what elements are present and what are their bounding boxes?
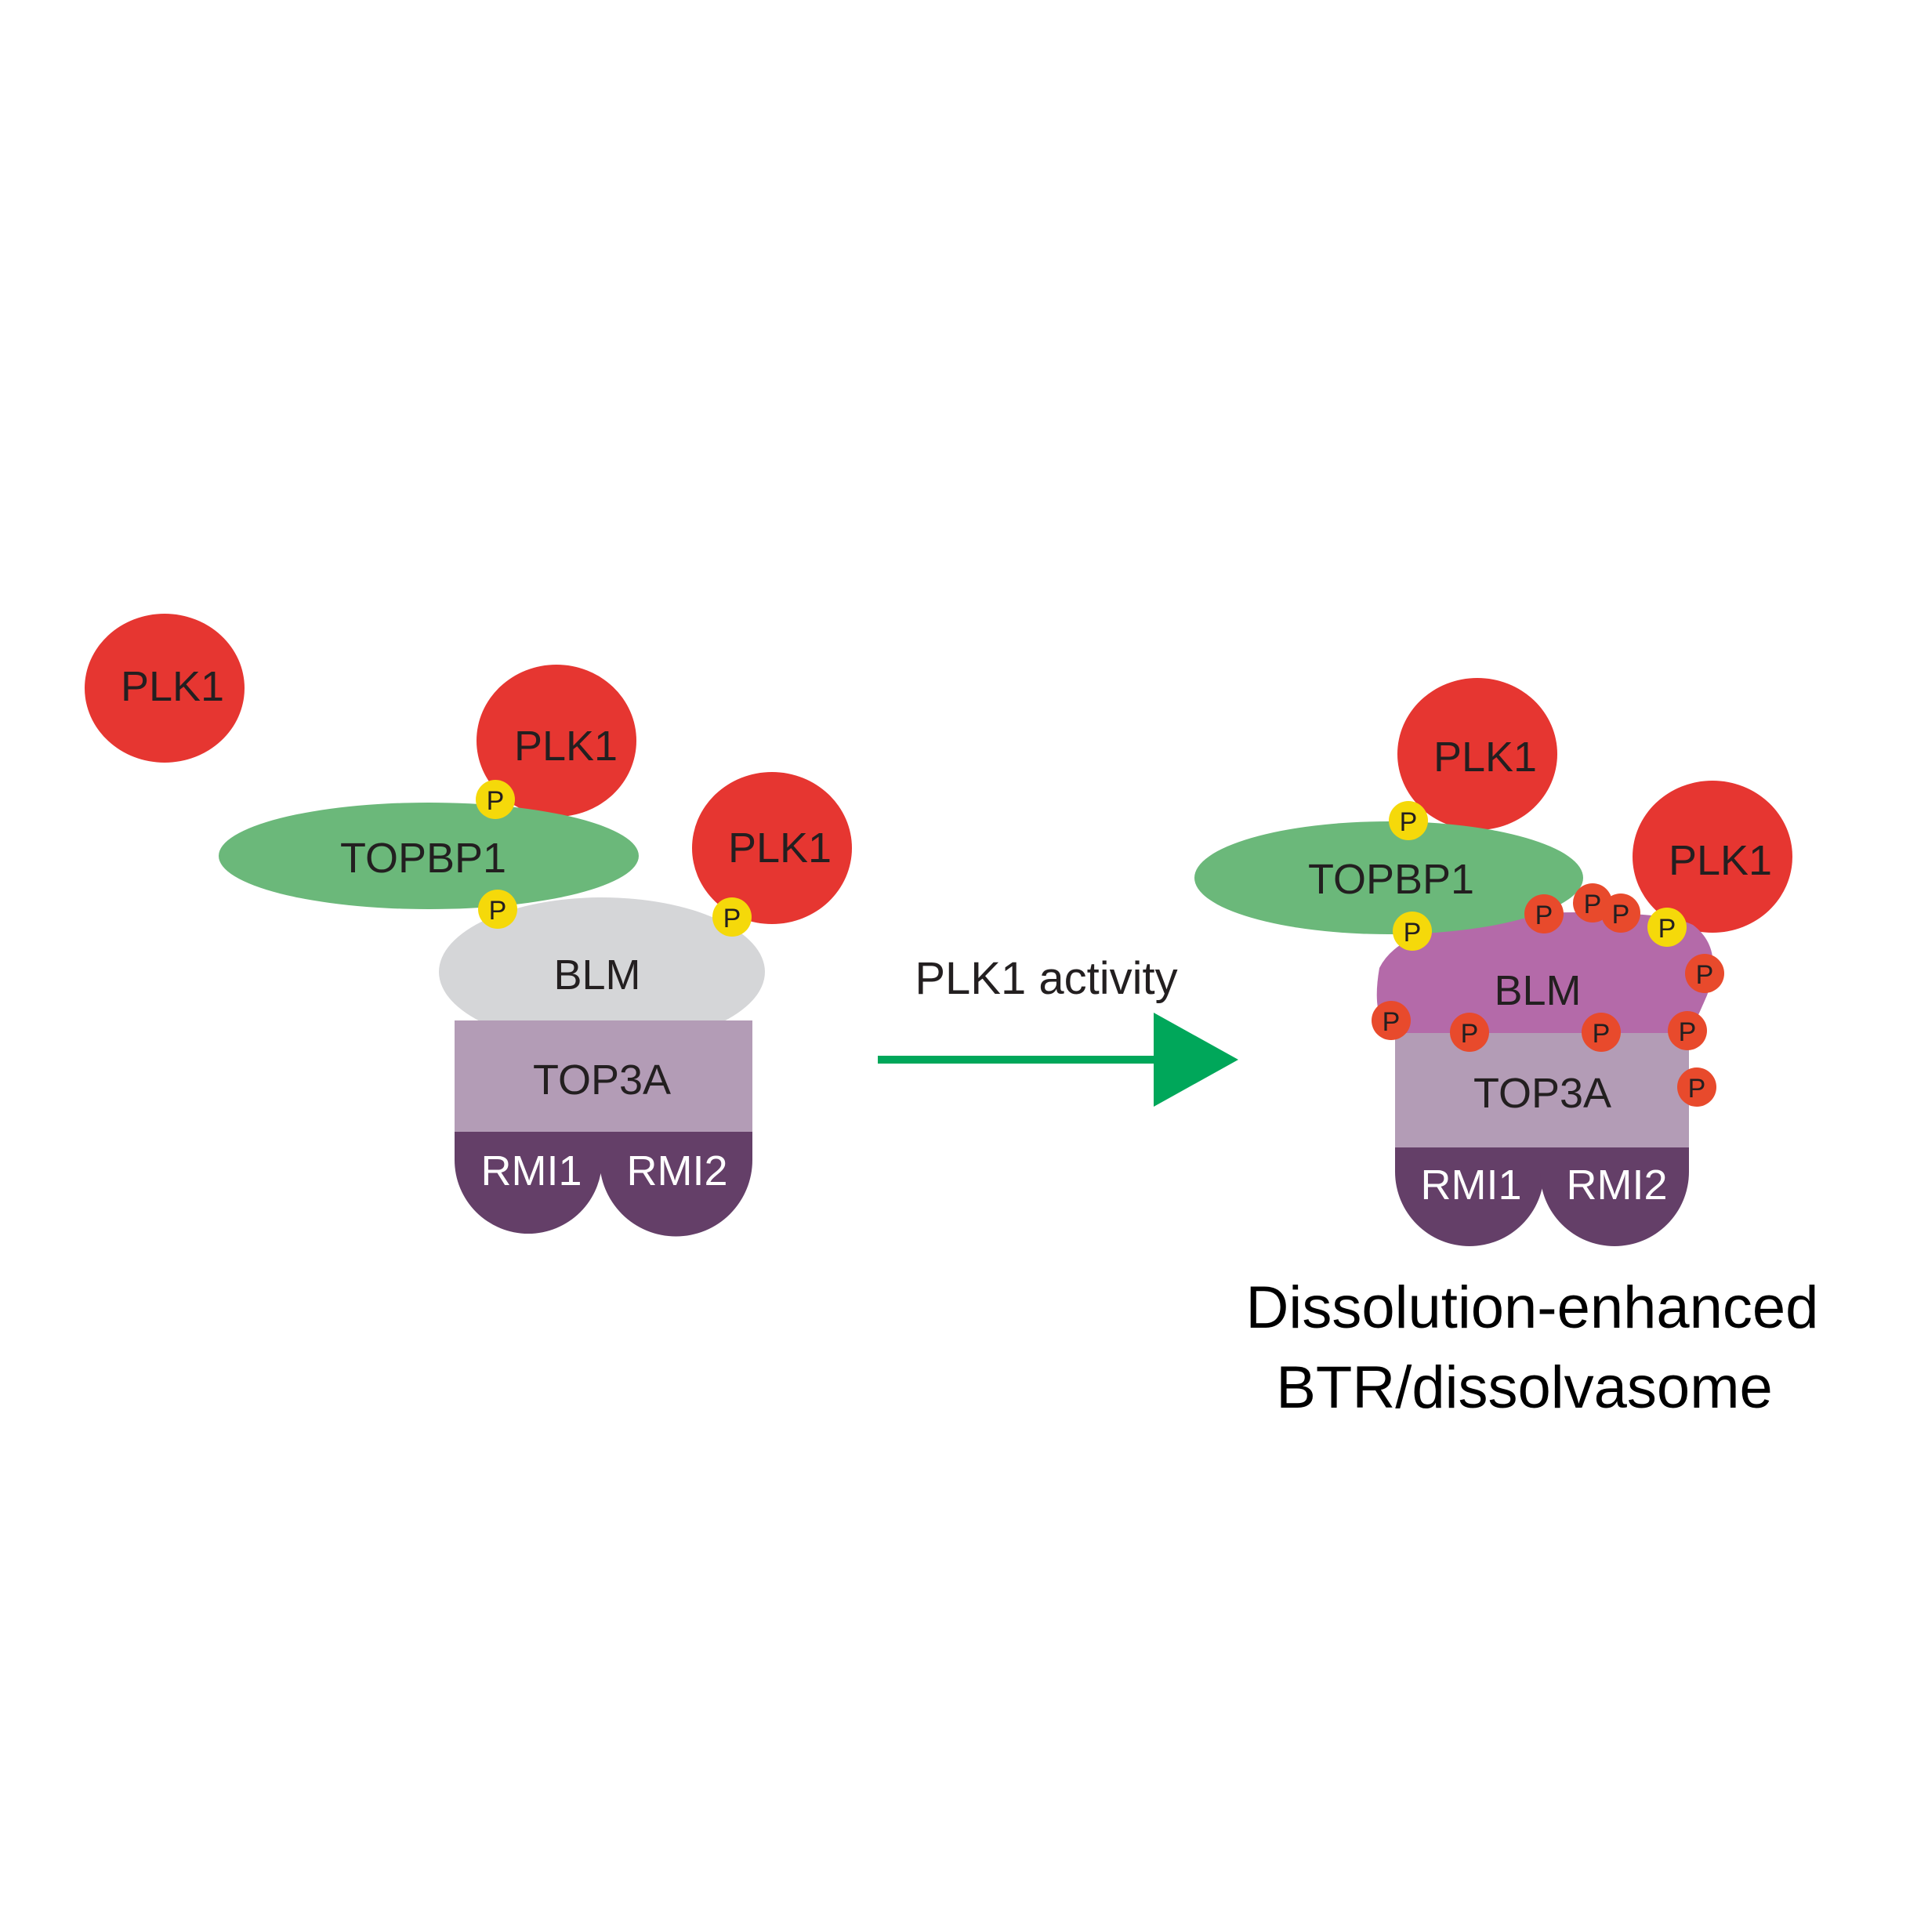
phospho-site-shape <box>712 897 752 937</box>
left-phospho-blm-plk1: P <box>712 897 752 937</box>
phospho-site-shape <box>1677 1067 1716 1107</box>
right-phospho-red-6: P <box>1450 1013 1489 1052</box>
right-phospho-red-9: P <box>1677 1067 1716 1107</box>
phospho-site-label: P <box>1696 960 1714 990</box>
right-phospho-red-1: P <box>1524 894 1564 933</box>
phospho-site-shape <box>1668 1011 1707 1050</box>
left-free-plk1: PLK1 <box>85 614 245 763</box>
right-phospho-topbp1-blm: P <box>1393 912 1432 951</box>
phospho-site-label: P <box>723 904 741 933</box>
phospho-site-shape <box>1450 1013 1489 1052</box>
right-top3a-label: TOP3A <box>1473 1070 1611 1117</box>
left-rmi2-shape <box>600 1129 752 1237</box>
right-phospho-blm-plk1: P <box>1647 908 1687 947</box>
right-rmi1-label: RMI1 <box>1420 1162 1521 1209</box>
left-rmi2-label: RMI2 <box>626 1147 727 1194</box>
left-topbp1: TOPBP1 <box>219 803 639 909</box>
left-rmi1-label: RMI1 <box>480 1147 582 1194</box>
left-phospho-topbp1-blm: P <box>478 890 517 929</box>
phospho-site-label: P <box>1658 914 1676 944</box>
left-top3a: TOP3A <box>455 1020 752 1132</box>
phospho-site-shape <box>476 780 515 819</box>
left-plk1-right-shape <box>692 772 852 924</box>
transition-label: PLK1 activity <box>915 953 1177 1004</box>
right-phospho-red-3: P <box>1601 894 1640 933</box>
right-complex: PLK1 PLK1 RMI1 RMI2 TOP3A BLM TOPBP1 <box>1194 678 1792 1246</box>
left-top3a-label: TOP3A <box>533 1057 671 1104</box>
left-complex: PLK1 PLK1 PLK1 BLM TOPBP1 RMI1 RMI2 <box>85 614 852 1237</box>
right-blm: BLM <box>1376 912 1713 1033</box>
left-rmi: RMI1 RMI2 <box>455 1129 752 1237</box>
left-free-plk1-label: PLK1 <box>121 663 224 710</box>
phospho-site-label: P <box>1593 1019 1611 1049</box>
phospho-site-shape <box>1372 1001 1411 1040</box>
phospho-site-label: P <box>1612 900 1630 930</box>
left-plk1-right: PLK1 <box>692 772 852 924</box>
right-phospho-topbp1-plk1: P <box>1389 801 1428 840</box>
phospho-site-shape <box>1601 894 1640 933</box>
right-phospho-red-4: P <box>1685 954 1724 993</box>
caption-line-2: BTR/dissolvasome <box>1276 1354 1773 1421</box>
right-plk1-top-shape <box>1397 678 1557 830</box>
right-phospho-red-8: P <box>1668 1011 1707 1050</box>
left-rmi1-shape <box>455 1129 602 1234</box>
right-blm-label: BLM <box>1494 967 1581 1014</box>
right-phospho-red-sites: P P P P P P P <box>1372 883 1724 1107</box>
right-topbp1-shape <box>1194 821 1583 934</box>
left-blm: BLM <box>439 897 765 1046</box>
right-topbp1: TOPBP1 <box>1194 821 1583 934</box>
caption-line-1: Dissolution-enhanced <box>1246 1274 1819 1341</box>
transition: PLK1 activity <box>878 953 1238 1107</box>
right-phospho-yellow-sites: P P P <box>1389 801 1687 951</box>
phospho-site-shape <box>1393 912 1432 951</box>
phospho-site-shape <box>1524 894 1564 933</box>
right-rmi2-label: RMI2 <box>1566 1162 1667 1209</box>
left-phospho-topbp1-plk1: P <box>476 780 515 819</box>
phospho-site-shape <box>1582 1013 1621 1052</box>
left-phospho-sites: P P P <box>476 780 752 937</box>
right-rmi2-shape <box>1540 1144 1689 1246</box>
transition-arrow-head <box>1154 1013 1238 1107</box>
right-phospho-red-7: P <box>1582 1013 1621 1052</box>
caption: Dissolution-enhanced BTR/dissolvasome <box>1246 1274 1819 1421</box>
right-plk1-right-shape <box>1633 781 1792 933</box>
right-plk1-top-label: PLK1 <box>1433 734 1537 781</box>
left-free-plk1-shape <box>85 614 245 763</box>
phospho-site-shape <box>1647 908 1687 947</box>
phospho-site-shape <box>1389 801 1428 840</box>
phospho-site-label: P <box>1383 1007 1401 1037</box>
right-top3a: TOP3A <box>1395 1030 1689 1147</box>
phospho-site-label: P <box>1584 890 1602 919</box>
left-plk1-top: PLK1 <box>477 665 636 817</box>
left-top3a-shape <box>455 1020 752 1132</box>
right-top3a-shape <box>1395 1030 1689 1147</box>
phospho-site-label: P <box>1461 1019 1479 1049</box>
right-topbp1-label: TOPBP1 <box>1308 856 1474 903</box>
left-plk1-right-label: PLK1 <box>728 825 832 872</box>
right-plk1-right: PLK1 <box>1633 781 1792 933</box>
right-blm-shape <box>1376 912 1713 1033</box>
phospho-site-label: P <box>1400 807 1418 837</box>
left-plk1-top-label: PLK1 <box>514 723 618 770</box>
right-rmi1-shape <box>1395 1144 1544 1246</box>
right-plk1-right-label: PLK1 <box>1669 837 1772 884</box>
phospho-site-label: P <box>1404 918 1422 948</box>
right-rmi: RMI1 RMI2 <box>1395 1144 1689 1246</box>
left-blm-shape <box>439 897 765 1046</box>
phospho-site-shape <box>478 890 517 929</box>
phospho-site-label: P <box>1688 1074 1706 1104</box>
right-phospho-red-5: P <box>1372 1001 1411 1040</box>
phospho-site-shape <box>1685 954 1724 993</box>
left-topbp1-label: TOPBP1 <box>340 835 506 882</box>
right-plk1-top: PLK1 <box>1397 678 1557 830</box>
left-blm-label: BLM <box>553 952 640 999</box>
phospho-site-label: P <box>1535 901 1553 930</box>
left-plk1-top-shape <box>477 665 636 817</box>
phospho-site-label: P <box>487 786 505 816</box>
phospho-site-label: P <box>1679 1017 1697 1047</box>
phospho-site-label: P <box>489 896 507 926</box>
left-topbp1-shape <box>219 803 639 909</box>
